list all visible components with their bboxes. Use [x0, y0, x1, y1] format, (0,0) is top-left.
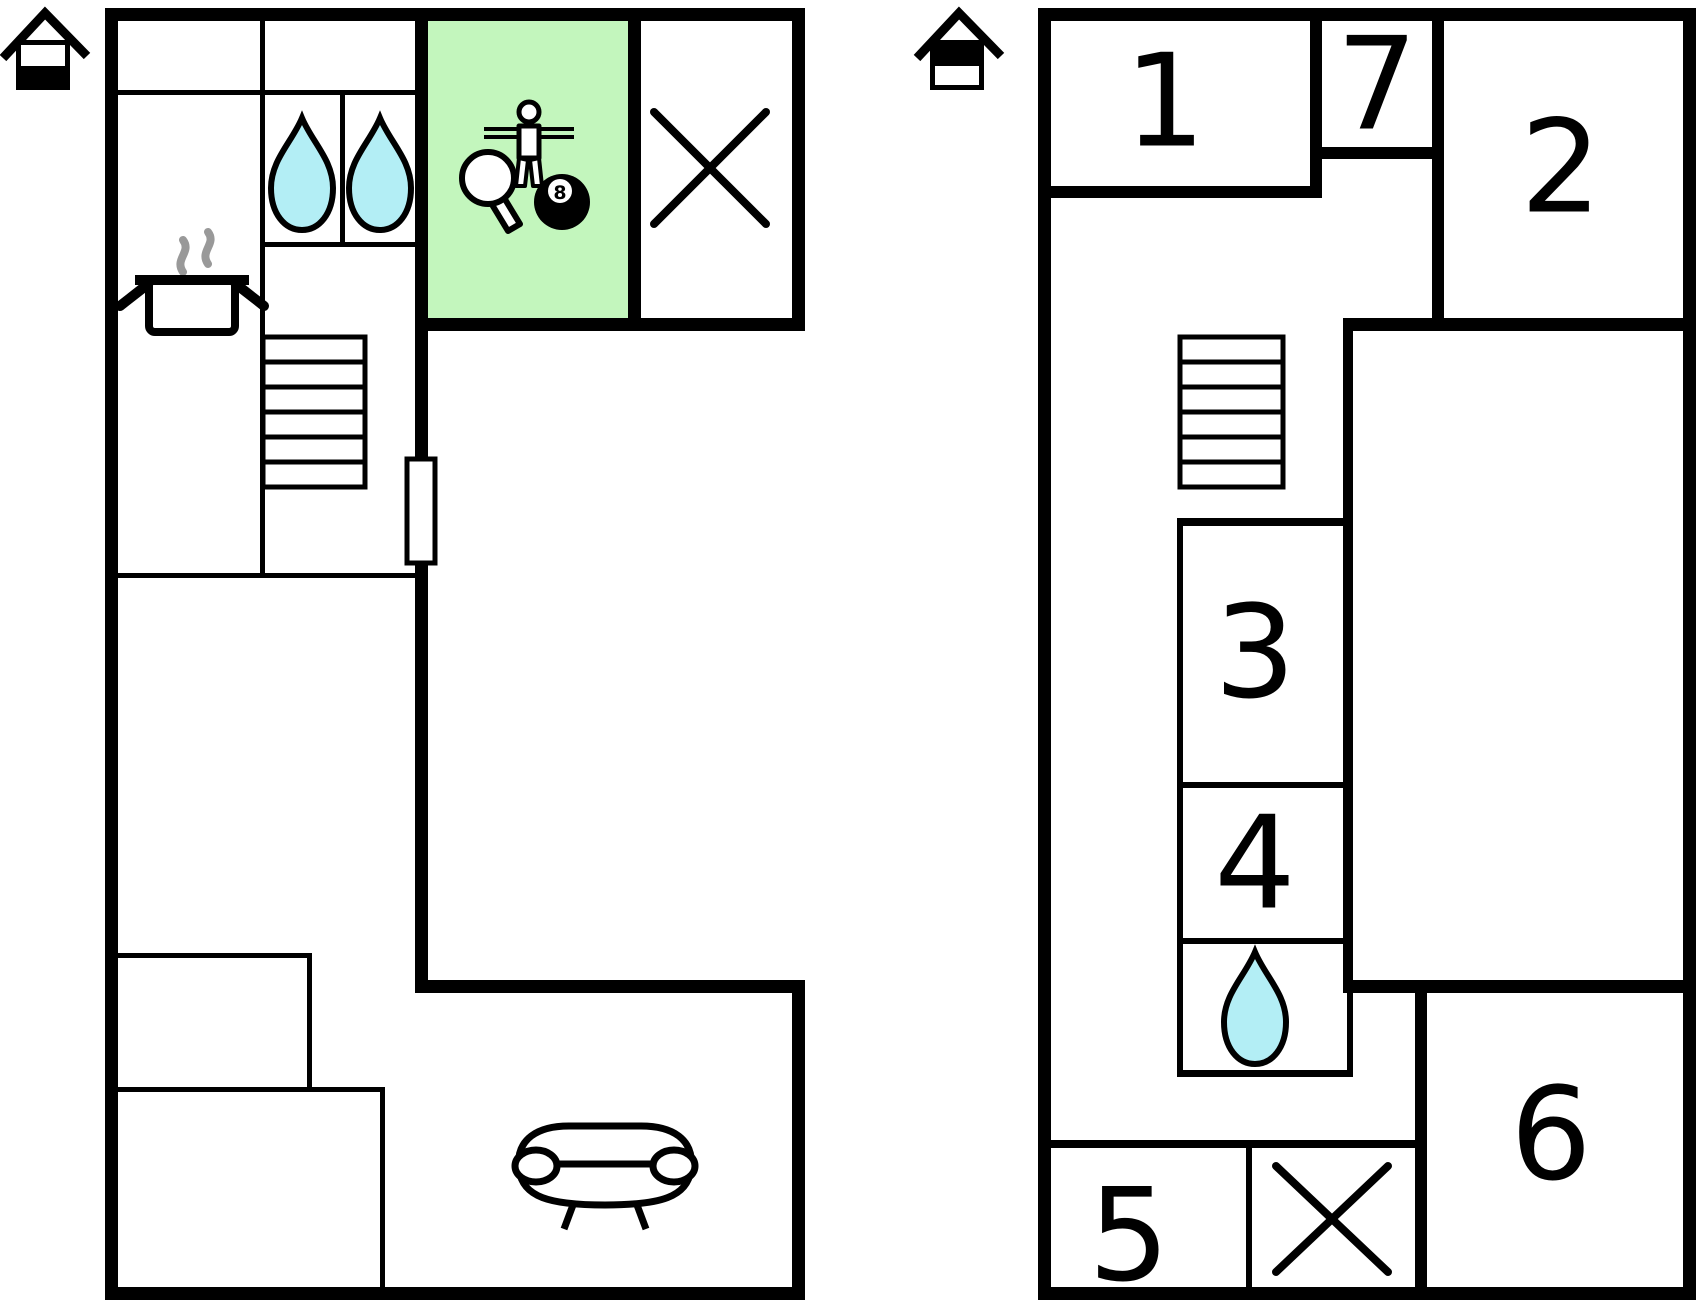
ground-floor-plan: 8: [105, 8, 805, 1300]
foosball-player-head: [516, 99, 542, 125]
wall: [105, 1287, 805, 1300]
wall: [1051, 1140, 1420, 1148]
sofa-base: [515, 1166, 695, 1209]
wall: [1177, 782, 1353, 788]
wall: [1177, 518, 1353, 526]
wall: [1177, 518, 1183, 1077]
wall: [415, 8, 428, 462]
wall: [792, 980, 805, 1300]
table-tennis-paddle-icon: [459, 149, 523, 234]
wall: [105, 8, 805, 21]
wall: [1432, 8, 1444, 331]
room-7-label: 7: [1336, 11, 1417, 160]
eight-ball-circle: [548, 179, 572, 203]
wall: [1246, 1148, 1252, 1287]
pot-body: [145, 276, 239, 336]
foosball-player-leg: [528, 156, 544, 188]
wall: [1051, 186, 1322, 198]
wall: [118, 1087, 385, 1092]
wall: [118, 90, 415, 95]
upper-floor-walls: [1038, 8, 1696, 1300]
stairs-icon: [260, 334, 368, 490]
wall: [1038, 8, 1051, 1300]
cooking-pot-icon: [115, 275, 269, 336]
cross-mark-icon: [650, 108, 770, 228]
wall: [1177, 1070, 1353, 1077]
room-6-label: 6: [1510, 1061, 1591, 1210]
room-2-label: 2: [1520, 94, 1601, 243]
wall: [1322, 147, 1432, 159]
cross-line: [650, 108, 770, 228]
wall: [1177, 938, 1353, 944]
house-lower-window: [935, 66, 979, 85]
water-drop-icon: [271, 118, 333, 230]
wall: [118, 573, 415, 578]
steam-icon: [176, 228, 215, 276]
door-icon: [404, 456, 438, 566]
sofa-armrest: [649, 1146, 699, 1186]
wall: [415, 318, 805, 331]
wall: [1343, 980, 1696, 993]
room-1-label: 1: [1124, 28, 1205, 177]
sofa-leg: [633, 1203, 650, 1231]
foosball-player-body: [516, 123, 542, 161]
eight-ball-icon: 8: [534, 174, 590, 230]
steam-line: [176, 236, 190, 276]
sofa-leg: [560, 1203, 577, 1231]
room-3-label: 3: [1214, 579, 1295, 728]
upper-floor-plan: 1 7 2 3 4 5 6: [1038, 8, 1696, 1304]
pot-handle: [115, 283, 148, 311]
water-drop-icon: [349, 118, 411, 230]
cross-line: [1272, 1162, 1392, 1276]
foosball-player-icon: [484, 99, 574, 188]
wall: [105, 8, 118, 1300]
wall: [1038, 1287, 1696, 1300]
paddle-blade: [459, 149, 517, 207]
wall: [265, 242, 415, 247]
room-4-label: 4: [1214, 790, 1295, 939]
wall: [380, 1087, 385, 1300]
sofa-icon: [511, 1122, 699, 1231]
sofa-armrest: [511, 1146, 561, 1186]
wall: [1347, 983, 1353, 1077]
wall: [792, 8, 805, 331]
room-5-label: 5: [1088, 1162, 1169, 1304]
wall: [1683, 8, 1696, 1300]
cross-mark-icon: [1272, 1162, 1392, 1276]
eight-ball-number: 8: [553, 182, 566, 204]
house-upper-floor-icon: [913, 6, 1005, 90]
wall: [307, 953, 312, 1090]
water-drop-icon: [1224, 952, 1286, 1064]
wall: [415, 980, 805, 993]
wall: [1343, 318, 1353, 983]
wall: [415, 562, 428, 993]
wall: [1310, 8, 1322, 198]
wall: [1415, 993, 1427, 1287]
wall: [628, 8, 641, 331]
foosball-player-leg: [514, 156, 530, 188]
wall: [1343, 318, 1696, 331]
wall: [1038, 8, 1696, 21]
house-upper-window: [21, 45, 65, 66]
wall: [340, 90, 345, 247]
house-ground-floor-icon: [0, 6, 91, 90]
stairs-icon: [1177, 334, 1286, 490]
pot-handle: [236, 283, 269, 311]
wall: [118, 953, 312, 958]
steam-line: [201, 228, 215, 268]
sofa-back: [515, 1122, 695, 1174]
